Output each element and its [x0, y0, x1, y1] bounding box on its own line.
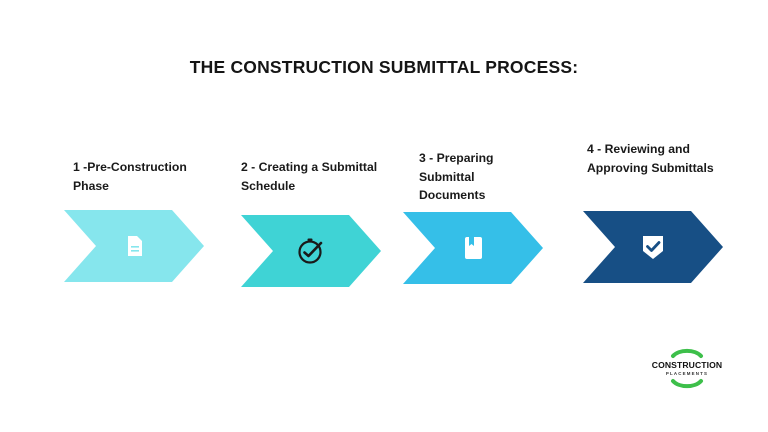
step-3-label: 3 - Preparing Submittal Documents: [419, 151, 494, 202]
logo-bottom-arc: [671, 379, 703, 389]
step-2-chevron: [241, 215, 381, 287]
step-1-chevron: [64, 210, 204, 282]
book-icon: [465, 237, 482, 259]
step-4-label: 4 - Reviewing and Approving Submittals: [587, 142, 714, 175]
logo-subtitle: PLACEMENTS: [665, 371, 709, 376]
construction-placements-logo: CONSTRUCTION PLACEMENTS: [648, 346, 726, 390]
document-icon: [128, 236, 142, 256]
step-3-chevron: [403, 212, 543, 284]
step-4-chevron: [583, 211, 723, 283]
step-1-label: 1 -Pre-Construction Phase: [73, 160, 187, 193]
clock-check-icon: [298, 238, 323, 264]
step-2-label: 2 - Creating a Submittal Schedule: [241, 160, 378, 193]
step-2-arrow-shape: [241, 215, 381, 287]
page-title: THE CONSTRUCTION SUBMITTAL PROCESS:: [189, 57, 579, 77]
logo-top-arc: [671, 348, 703, 358]
shield-check-icon: [643, 236, 663, 259]
logo-name: CONSTRUCTION: [651, 360, 723, 370]
